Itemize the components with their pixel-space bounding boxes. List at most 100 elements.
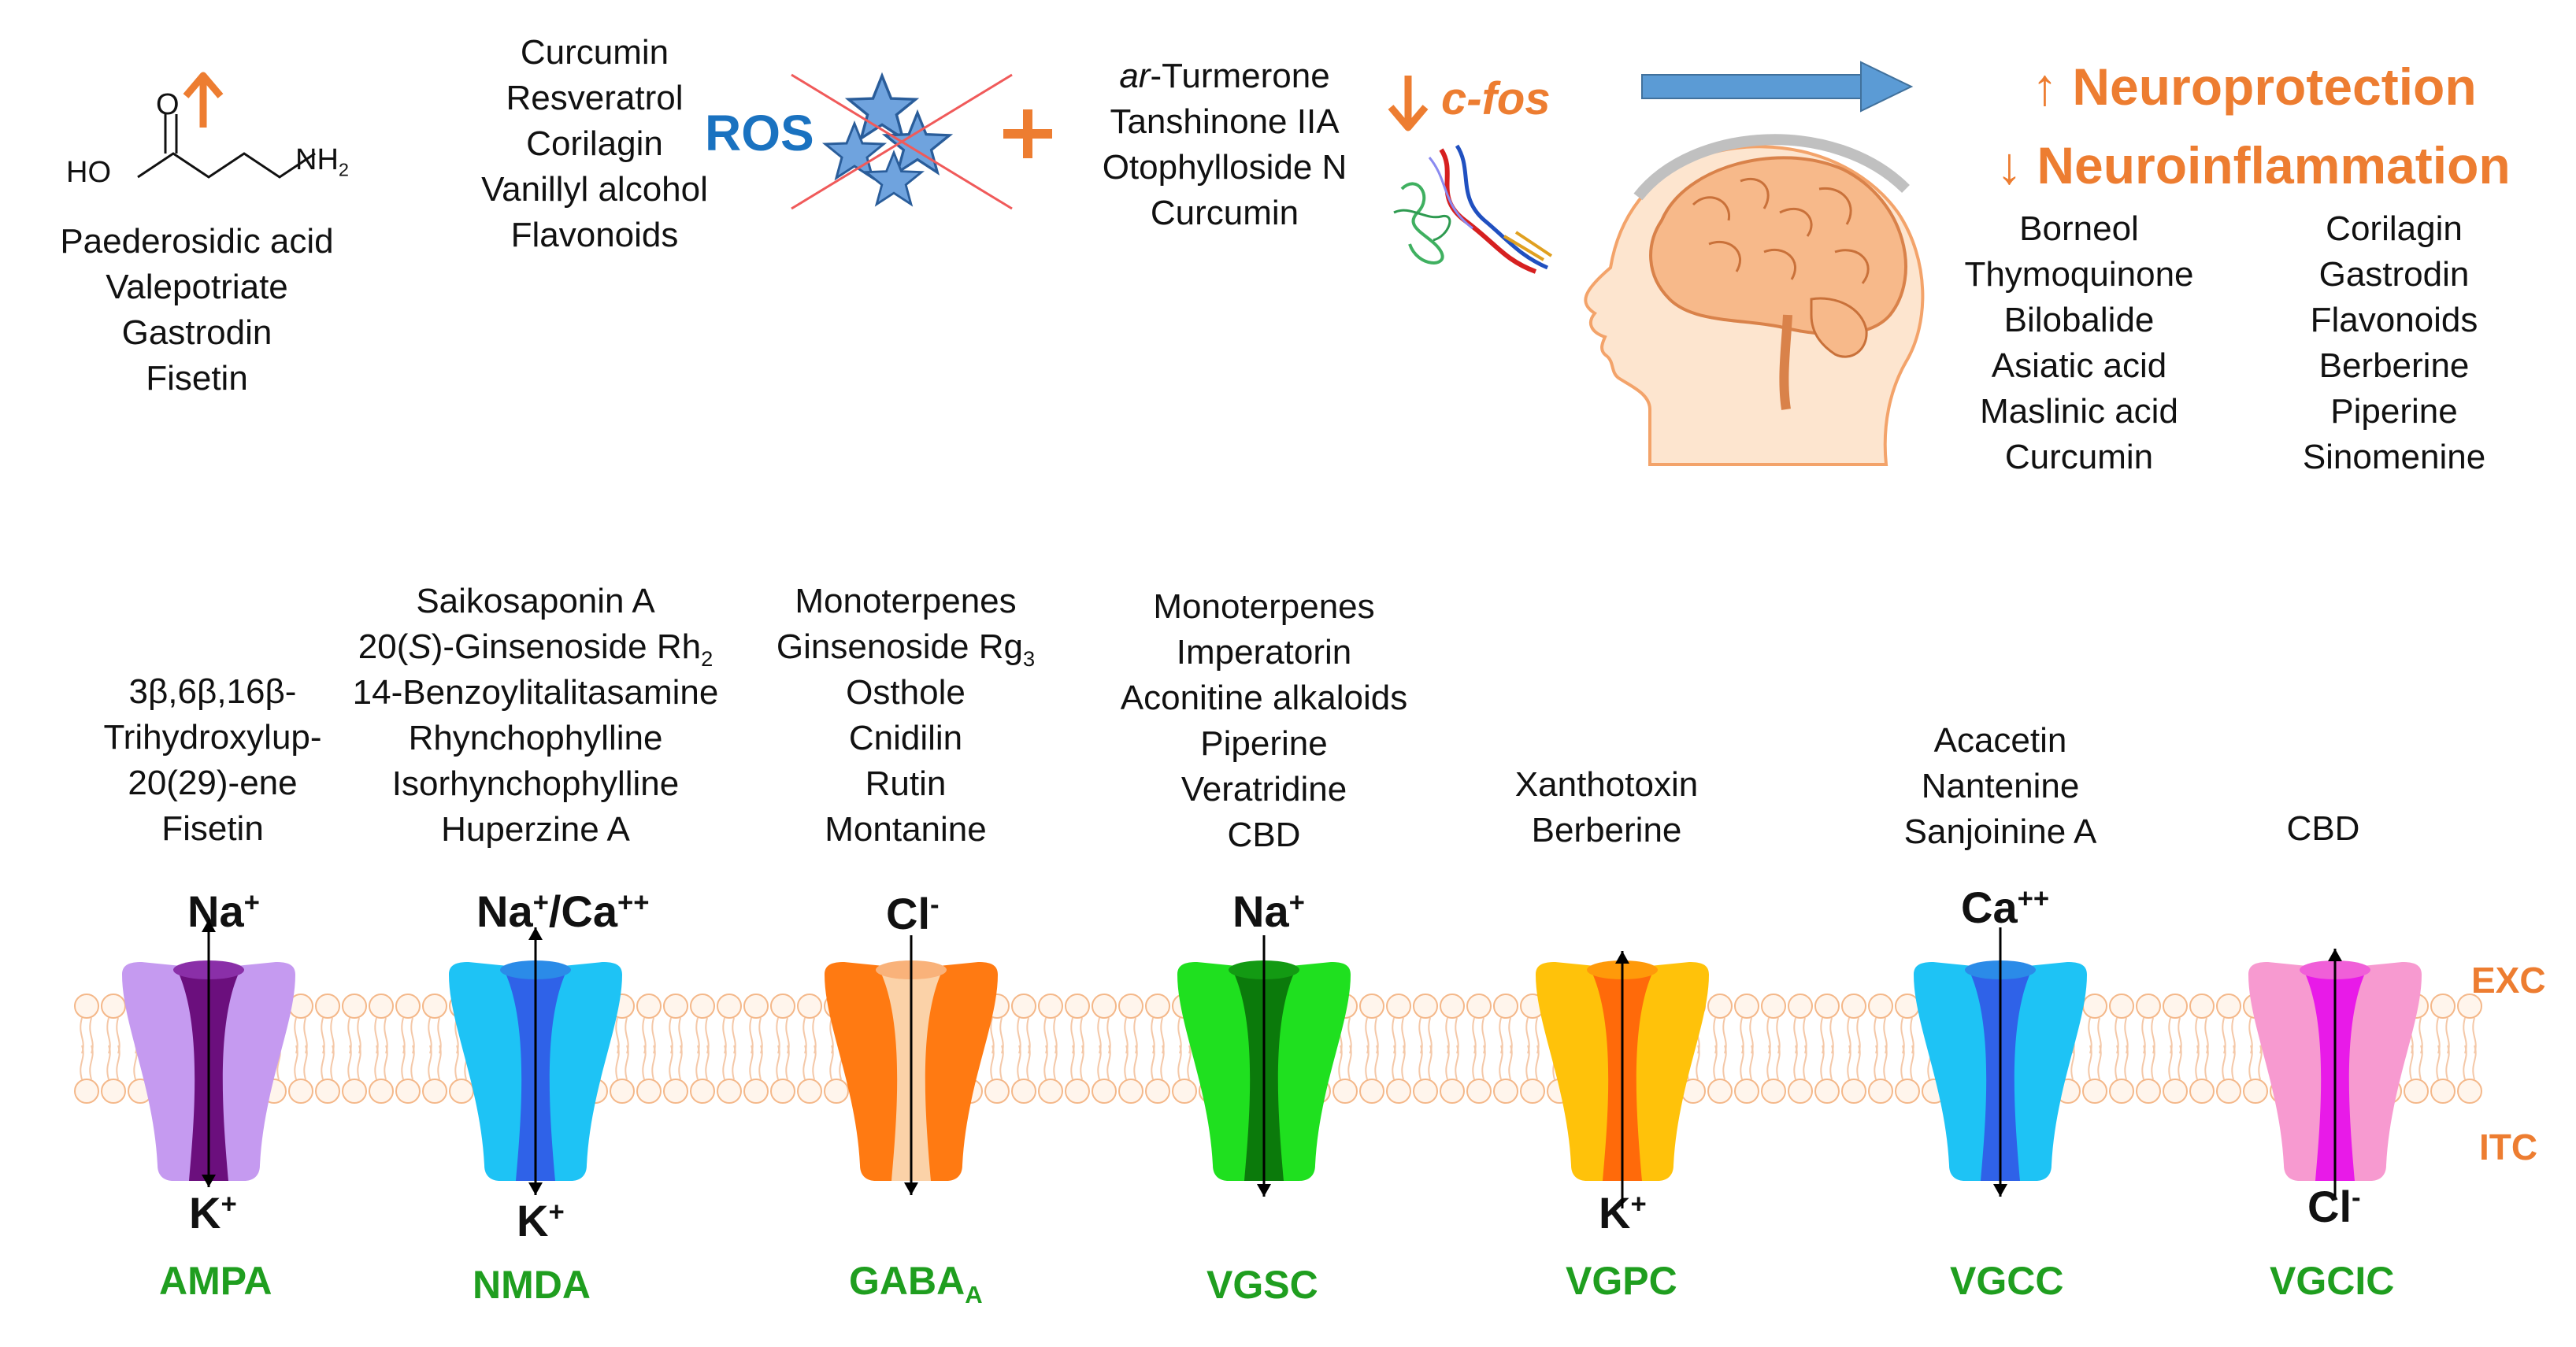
compound: Otophylloside N [1102,148,1347,187]
compound: Gastrodin [121,313,272,352]
compound: Maslinic acid [1980,392,2178,431]
channel-nmda-ion-bottom: K+ [517,1196,565,1245]
itc-label: ITC [2479,1127,2538,1168]
compound: Curcumin [1150,194,1299,232]
compound: Rhynchophylline [408,719,663,757]
compound: Nantenine [1921,767,2080,805]
compound: Monoterpenes [795,582,1017,620]
compound: Osthole [846,673,966,712]
channel-ampa-ion-bottom: K+ [189,1188,237,1238]
compound: 20(S)-Ginsenoside Rh2 [358,627,713,671]
compound: Saikosaponin A [416,582,655,620]
compound: Flavonoids [2310,301,2478,339]
compound: 3β,6β,16β- [128,672,297,711]
ros-stars-crossed-icon [791,73,1013,210]
plus-icon [1003,109,1052,158]
gaba-ho-label: HO [66,156,111,189]
dna-protein-icon [1393,144,1553,274]
channel-ampa-compounds: 3β,6β,16β- Trihydroxylup- 20(29)-ene Fis… [55,669,370,852]
channel-ampa-label: AMPA [159,1259,272,1303]
compound: Rutin [865,764,947,803]
channel-vgsc-ion-top: Na+ [1232,886,1305,936]
gaba-compounds-list: Paederosidic acid Valepotriate Gastrodin… [24,219,370,402]
gaba-nh2-label: NH2 [295,143,349,180]
down-arrow-icon: ↓ [1996,136,2037,194]
channel-vgpc-ion-bottom: K+ [1599,1188,1647,1238]
channel-vgcic-ion-bottom: Cl- [2307,1182,2361,1231]
channel-vgcc-icon [1914,927,2087,1197]
compound: Aconitine alkaloids [1120,679,1408,717]
compound: Montanine [825,810,987,849]
gaba-o-label: O [156,88,180,121]
compound: Borneol [2019,209,2139,248]
channel-ampa-ion-top: Na+ [187,886,260,936]
up-arrow-icon: ↑ [2032,57,2073,116]
cfos-down-arrow-icon [1388,76,1429,131]
channel-vgsc-label: VGSC [1206,1263,1318,1307]
compound: Tanshinone IIA [1110,102,1340,141]
channel-gabaa-ion-top: Cl- [886,889,940,938]
outcome-right-list: Corilagin Gastrodin Flavonoids Berberine… [2268,206,2520,480]
channel-vgpc-compounds: Xanthotoxin Berberine [1457,762,1756,853]
channel-vgcic-label: VGCIC [2270,1259,2395,1303]
compound: Bilobalide [2003,301,2155,339]
channel-nmda-compounds: Saikosaponin A 20(S)-Ginsenoside Rh2 14-… [347,579,725,853]
channel-vgcc-ion-top: Ca++ [1961,883,2050,932]
compound: Cnidilin [848,719,963,757]
channel-vgpc-icon [1536,951,1709,1208]
compound: Gastrodin [2318,255,2470,294]
outcome-left-list: Borneol Thymoquinone Bilobalide Asiatic … [1922,206,2237,480]
right-arrow-icon [1641,61,1914,113]
channel-vgsc-compounds: Monoterpenes Imperatorin Aconitine alkal… [1087,584,1441,858]
channel-gaba-icon [825,935,998,1195]
compound: Curcumin [2004,438,2154,476]
compound: Sinomenine [2302,438,2486,476]
compound: CBD [2286,809,2360,848]
channel-vgpc-label: VGPC [1566,1259,1677,1303]
compound: Resveratrol [506,79,684,117]
compound: Berberine [2318,346,2470,385]
compound: Imperatorin [1176,633,1352,672]
compound: Fisetin [161,809,264,848]
compound: Corilagin [526,124,663,163]
brain-head-icon [1584,134,1925,466]
gaba-structure-icon [137,114,316,179]
channel-nmda-label: NMDA [473,1263,591,1307]
compound: 14-Benzoylitalitasamine [352,673,719,712]
compound: Asiatic acid [1991,346,2167,385]
channel-vgsc-icon [1177,935,1351,1197]
compound: Corilagin [2326,209,2463,248]
compound: Vanillyl alcohol [481,170,708,209]
compound: Veratridine [1181,770,1347,809]
channel-vgcic-compounds: CBD [2244,806,2402,852]
channel-gabaa-compounds: Monoterpenes Ginsenoside Rg3 Osthole Cni… [740,579,1071,853]
channel-vgcic-icon [2248,949,2422,1197]
compound: Trihydroxylup- [103,718,322,757]
compound: CBD [1227,816,1301,854]
compound: Piperine [1200,724,1328,763]
gaba-up-arrow-icon [183,72,224,128]
channel-vgcc-label: VGCC [1950,1259,2064,1303]
compound: Berberine [1531,811,1682,849]
neuroprotection-heading: ↑ Neuroprotection [2032,57,2477,116]
compound: Isorhynchophylline [391,764,680,803]
cfos-label: c-fos [1441,73,1551,124]
cfos-compounds-list: ar-Turmerone Tanshinone IIA Otophyllosid… [1067,54,1382,236]
exc-label: EXC [2471,960,2546,1001]
compound: Valepotriate [106,268,288,306]
channel-nmda-icon [449,927,622,1195]
ros-label: ROS [705,105,814,161]
compound: Fisetin [146,359,248,398]
compound: ar-Turmerone [1119,57,1330,95]
compound: Ginsenoside Rg3 [776,627,1036,671]
channel-gabaa-label: GABAA [849,1259,983,1308]
compound: Piperine [2330,392,2458,431]
channel-nmda-ion-top: Na+/Ca++ [476,886,650,936]
compound: 20(29)-ene [128,764,298,802]
compound: Thymoquinone [1964,255,2194,294]
neuroinflammation-heading: ↓ Neuroinflammation [1996,136,2511,194]
compound: Huperzine A [441,810,630,849]
channel-vgcc-compounds: Acacetin Nantenine Sanjoinine A [1843,718,2158,855]
channel-ampa-icon [122,920,295,1187]
